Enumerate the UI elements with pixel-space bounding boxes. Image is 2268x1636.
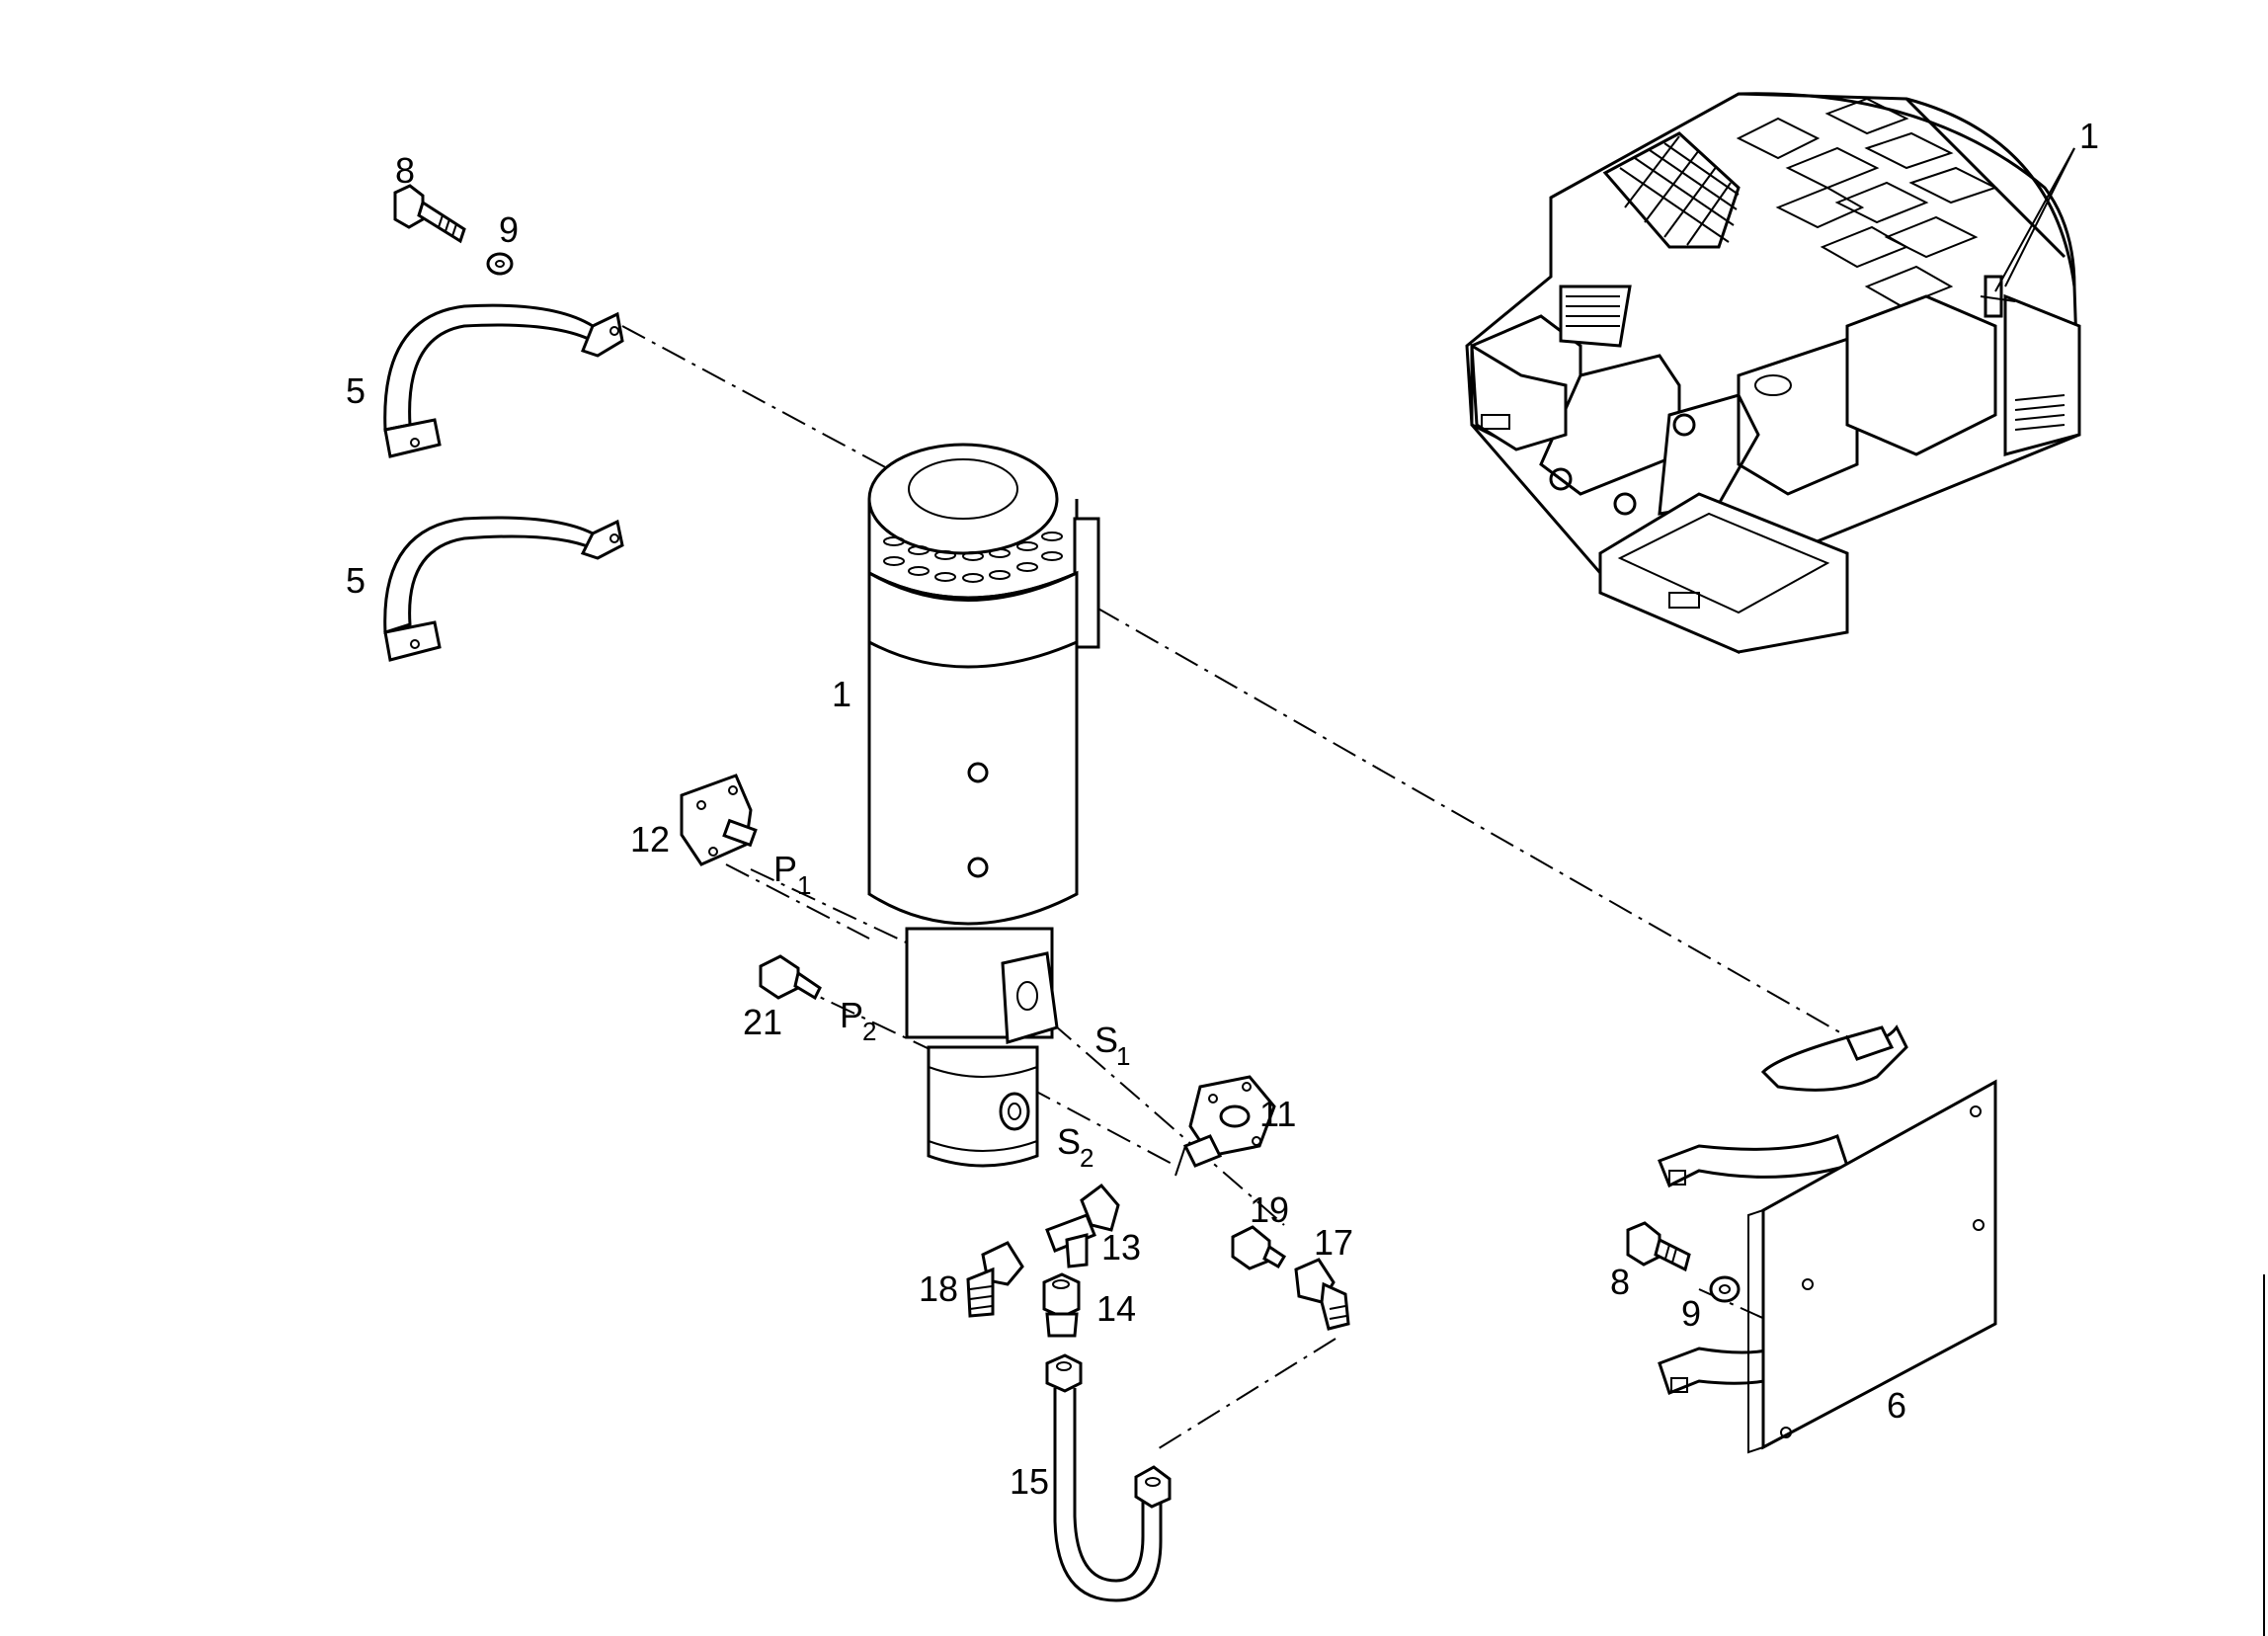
callout-14: 14 [1096, 1288, 1136, 1329]
leader-lines [1174, 147, 2075, 1177]
svg-text:S: S [1094, 1020, 1118, 1060]
nut-14 [1042, 1272, 1081, 1338]
svg-text:P: P [773, 849, 797, 889]
callout-1-overview: 1 [2079, 116, 2099, 156]
port-s2: S 2 [1057, 1121, 1094, 1173]
valve-12 [680, 774, 758, 866]
clamp-5-upper [383, 303, 624, 458]
callout-6: 6 [1887, 1385, 1906, 1426]
callout-13: 13 [1101, 1227, 1141, 1268]
port-labels: P 1 P 2 S 1 S 2 [773, 849, 1130, 1173]
washer-9-left [486, 252, 514, 276]
svg-text:1: 1 [1116, 1041, 1130, 1071]
bolt-8-left [393, 184, 466, 244]
valve-11 [1182, 1075, 1276, 1168]
port-s1: S 1 [1094, 1020, 1130, 1071]
hose-15 [1045, 1353, 1172, 1602]
callout-9-right: 9 [1681, 1293, 1701, 1334]
callout-15: 15 [1010, 1461, 1049, 1502]
callout-9-left: 9 [499, 209, 519, 250]
port-p2: P 2 [840, 995, 876, 1046]
callout-19: 19 [1250, 1189, 1289, 1230]
elbow-18 [966, 1241, 1024, 1318]
callout-18: 18 [919, 1268, 958, 1309]
filter-motor-unit-1 [867, 443, 1100, 1168]
svg-text:P: P [840, 995, 863, 1035]
svg-text:1: 1 [797, 870, 811, 900]
callout-labels: 1 1 5 5 8 9 12 21 11 13 14 15 17 18 19 6… [346, 116, 2099, 1502]
mounting-plate-6 [1658, 1024, 1997, 1454]
elbow-17 [1294, 1258, 1350, 1331]
fitting-21 [759, 954, 822, 1001]
callout-8-right: 8 [1610, 1262, 1630, 1302]
callout-12: 12 [630, 819, 670, 859]
washer-9-right [1709, 1275, 1741, 1303]
svg-text:2: 2 [1080, 1143, 1094, 1173]
callout-1-main: 1 [832, 674, 851, 714]
callout-21: 21 [743, 1002, 782, 1042]
callout-17: 17 [1314, 1222, 1353, 1263]
fitting-19 [1231, 1225, 1287, 1270]
clamp-5-lower [383, 516, 624, 662]
callout-11: 11 [1259, 1094, 1296, 1134]
callout-5-upper: 5 [346, 370, 365, 411]
callout-8-left: 8 [395, 150, 415, 191]
svg-text:2: 2 [862, 1017, 876, 1046]
bolt-8-right [1626, 1221, 1691, 1272]
callout-5-lower: 5 [346, 560, 365, 601]
svg-text:S: S [1057, 1121, 1081, 1162]
port-p1: P 1 [773, 849, 811, 900]
machine-overview [1465, 92, 2081, 655]
tee-fitting-13 [1045, 1183, 1120, 1268]
